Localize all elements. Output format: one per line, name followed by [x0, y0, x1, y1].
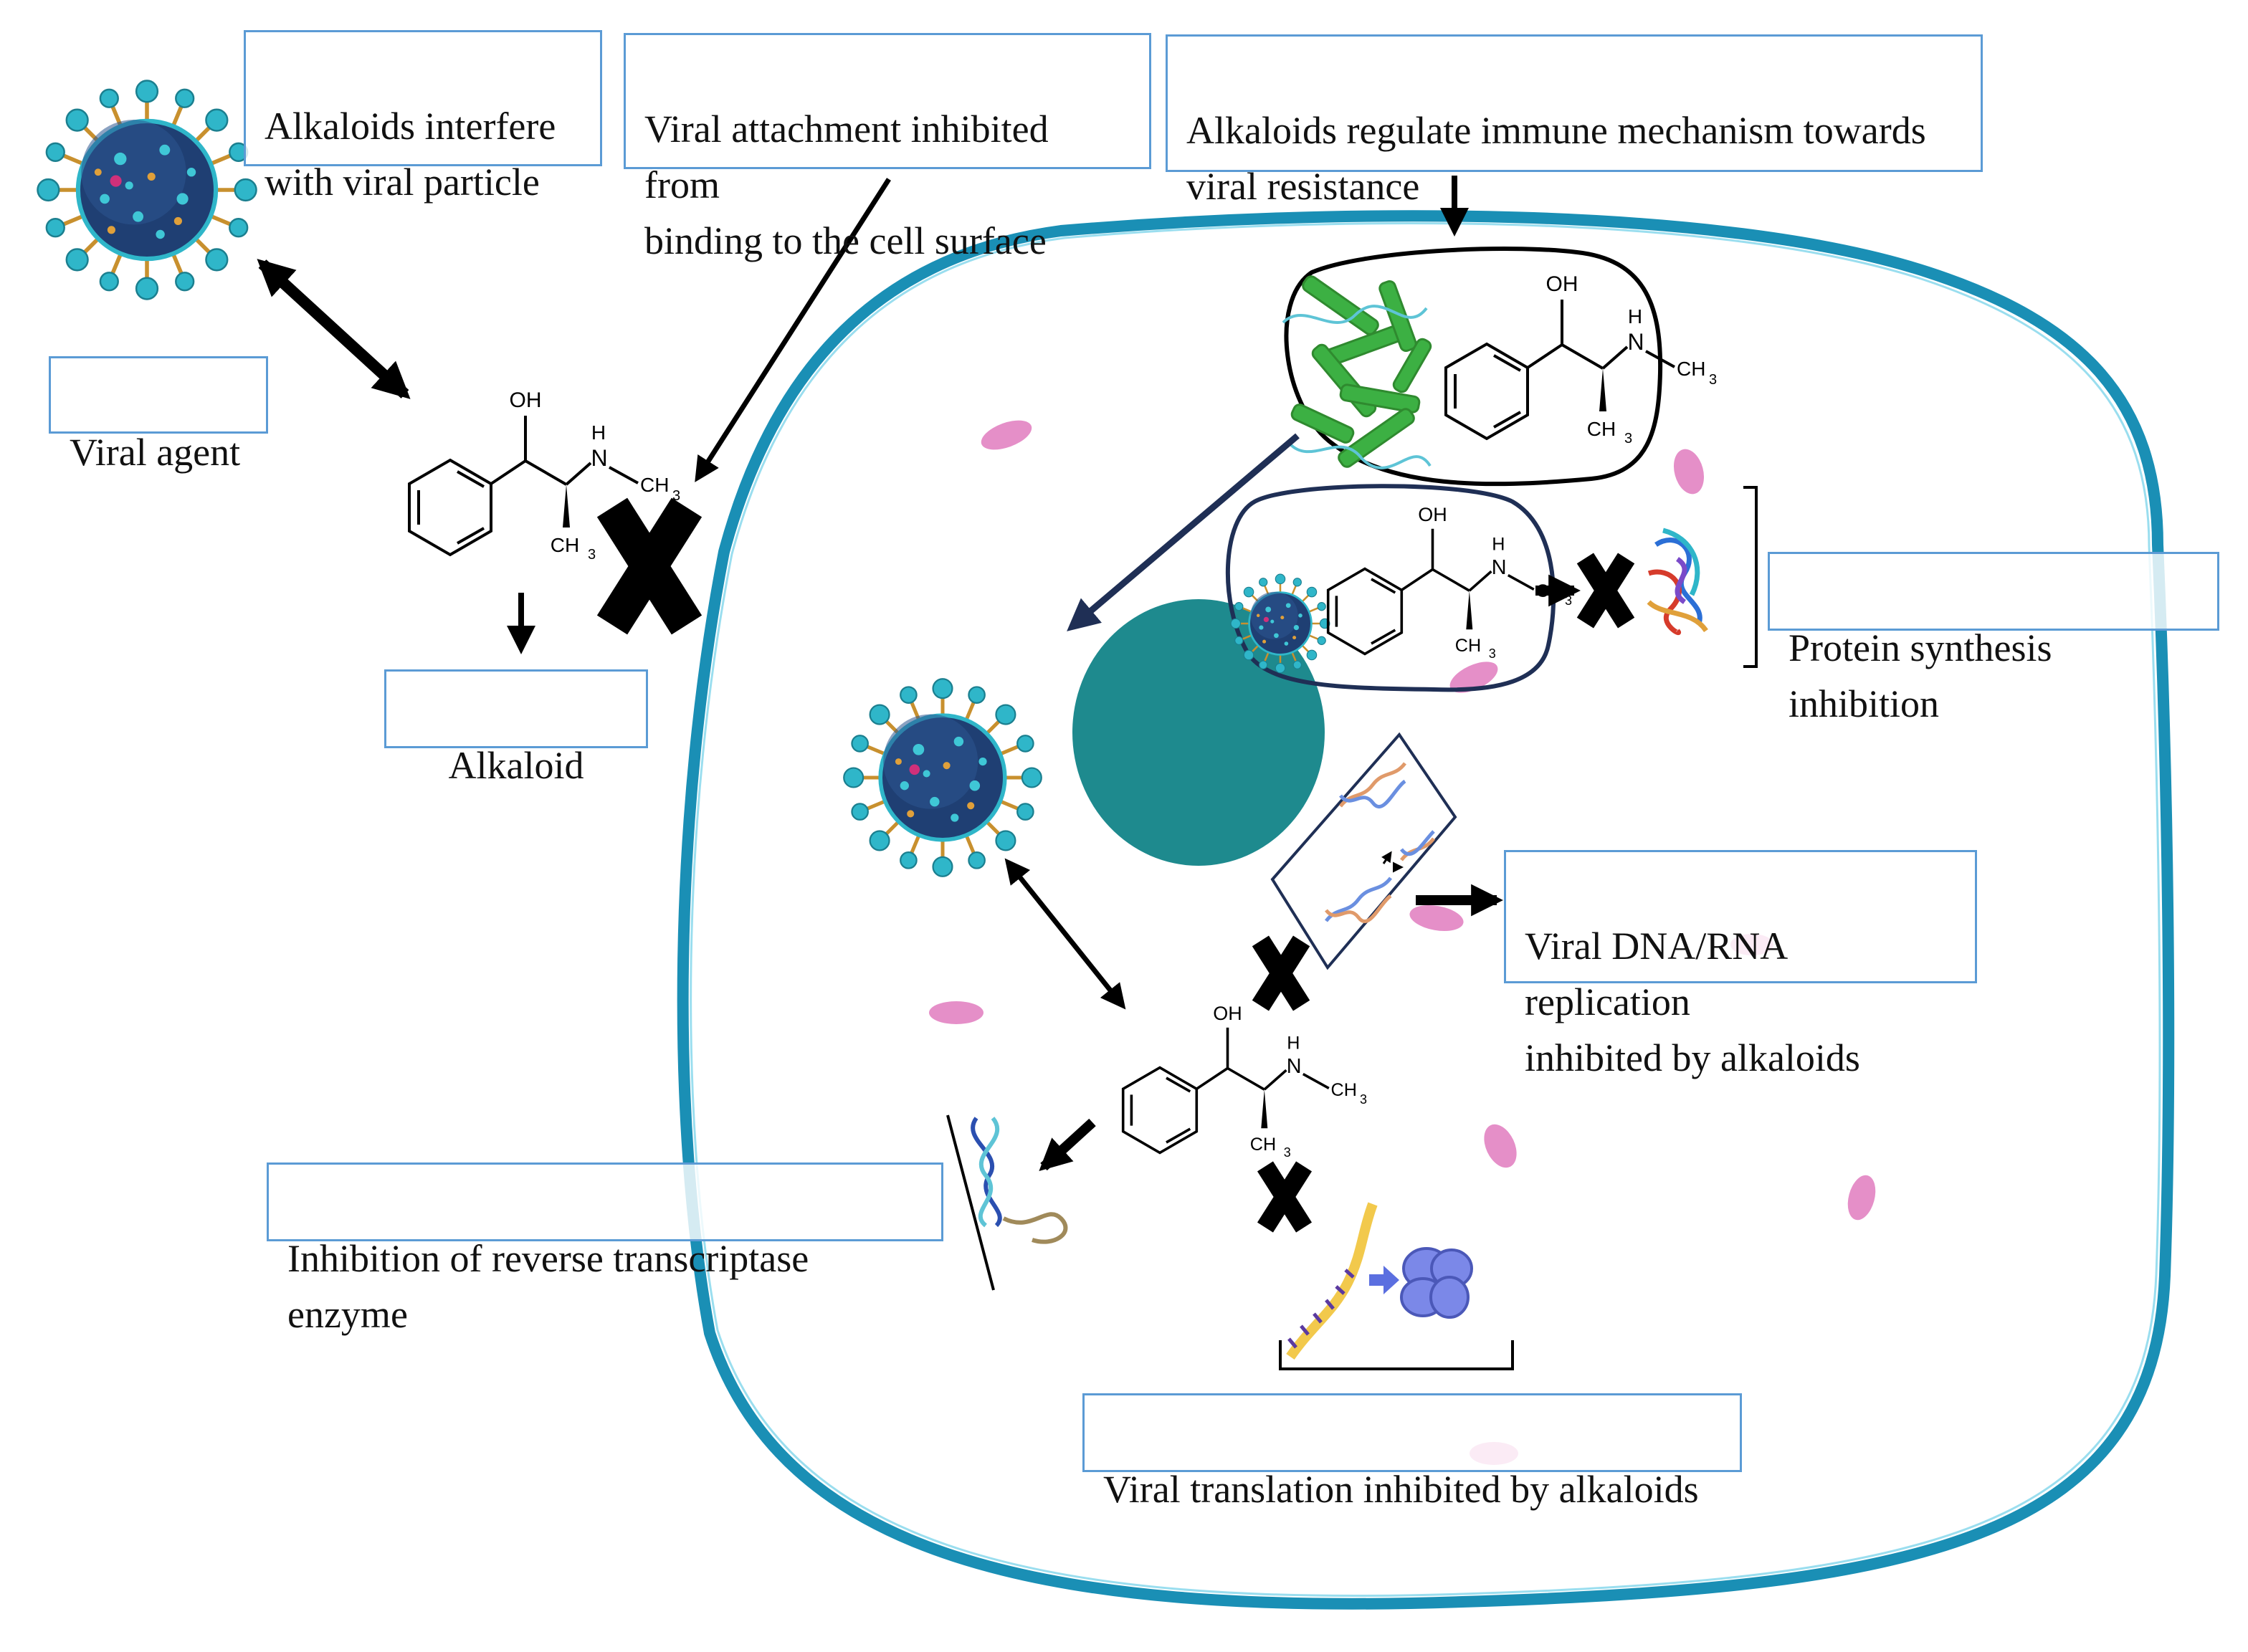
label-immune-mechanism: Alkaloids regulate immune mechanism towa… — [1166, 34, 1983, 208]
mrna-strand-icon — [1286, 1202, 1378, 1360]
svg-text:N: N — [1287, 1055, 1302, 1078]
svg-text:CH: CH — [1587, 418, 1616, 440]
protein-ribbon-icon — [1282, 275, 1432, 469]
virus-icon-host — [844, 679, 1042, 877]
svg-text:3: 3 — [1284, 1145, 1291, 1160]
svg-text:CH: CH — [1250, 1135, 1276, 1155]
svg-text:CH: CH — [1536, 581, 1562, 601]
x-mark-icon-attachment — [612, 507, 687, 625]
cell-membrane — [677, 210, 2175, 1610]
x-mark-icon-replication — [1260, 941, 1301, 1006]
svg-text:H: H — [1628, 305, 1642, 328]
svg-text:OH: OH — [1418, 504, 1447, 525]
label-alkaloids-interfere: Alkaloids interfere with viral particle — [244, 30, 602, 204]
label-alkaloid: Alkaloid — [384, 669, 648, 787]
svg-text:3: 3 — [1624, 431, 1632, 447]
ribosome-icon — [1400, 1247, 1473, 1319]
alkaloid-structure-immune: OH H N CH 3 CH 3 — [1444, 272, 1717, 447]
svg-text:OH: OH — [1546, 272, 1578, 296]
svg-text:H: H — [591, 421, 606, 444]
x-mark-icon-translation — [1265, 1166, 1304, 1227]
svg-text:CH: CH — [1677, 358, 1705, 380]
svg-text:N: N — [1627, 329, 1644, 355]
alkaloid-structure-main: OH H N CH 3 CH 3 — [408, 388, 680, 563]
x-mark-icon-protein — [1585, 558, 1626, 623]
label-viral-agent: Viral agent — [49, 356, 268, 474]
dna-helix-icon — [971, 1117, 1068, 1244]
protein-structure-icon — [1647, 527, 1708, 636]
svg-text:CH: CH — [640, 474, 669, 496]
label-viral-attachment: Viral attachment inhibited from binding … — [624, 33, 1151, 262]
svg-text:CH: CH — [551, 534, 579, 556]
svg-text:3: 3 — [1709, 372, 1717, 388]
alkaloid-structure-lower: OH H N CH 3 CH 3 — [1121, 1003, 1367, 1160]
label-protein-synthesis: Protein synthesis inhibition — [1768, 552, 2219, 725]
virus-icon-vesicle — [1229, 573, 1331, 674]
connector-arrows — [257, 176, 1581, 1172]
svg-text:H: H — [1287, 1033, 1300, 1054]
svg-text:OH: OH — [1213, 1003, 1242, 1024]
svg-text:3: 3 — [1360, 1092, 1367, 1107]
svg-text:3: 3 — [672, 488, 680, 504]
svg-text:H: H — [1492, 535, 1505, 555]
alkaloid-structure-vesicle: OH H N CH 3 CH 3 — [1326, 504, 1572, 661]
dna-replication-panel — [1270, 732, 1457, 970]
svg-text:3: 3 — [1565, 593, 1572, 608]
svg-text:CH: CH — [1455, 636, 1481, 656]
label-reverse-transcriptase: Inhibition of reverse transcriptase enzy… — [267, 1162, 943, 1336]
svg-text:N: N — [1492, 556, 1507, 579]
organelles — [929, 420, 1876, 1465]
svg-text:CH: CH — [1331, 1080, 1357, 1100]
label-viral-translation: Viral translation inhibited by alkaloids — [1082, 1393, 1742, 1511]
svg-text:3: 3 — [588, 547, 596, 563]
label-viral-replication: Viral DNA/RNA replication inhibited by a… — [1504, 850, 1977, 1079]
svg-text:N: N — [591, 445, 607, 471]
svg-text:OH: OH — [510, 388, 542, 412]
virus-icon — [37, 80, 256, 299]
svg-text:3: 3 — [1489, 646, 1496, 661]
